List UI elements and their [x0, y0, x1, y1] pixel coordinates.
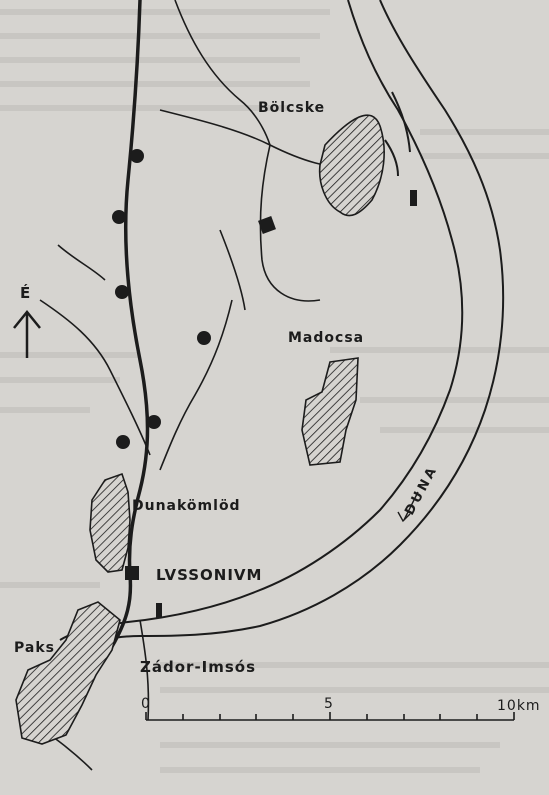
label-bolcske: Bölcske — [258, 100, 325, 116]
scale-tick-5: 5 — [324, 696, 334, 712]
site-dot — [116, 435, 130, 449]
settlement-bolcske — [318, 114, 385, 217]
label-zador: Zádor-Imsós — [140, 658, 256, 676]
label-paks: Paks — [14, 640, 55, 656]
label-lussonium: LVSSONIVM — [156, 566, 262, 584]
site-dot — [130, 149, 144, 163]
fort-markers — [125, 190, 417, 618]
side-channel — [384, 91, 411, 177]
flow-arrow — [397, 491, 419, 523]
site-markers — [112, 149, 211, 449]
watchtower-marker — [410, 190, 417, 206]
square-marker — [125, 566, 139, 580]
scale-tick-0: 0 — [141, 696, 151, 712]
watchtower-marker — [156, 603, 162, 618]
north-label: É — [20, 283, 31, 302]
settlement-dunakomlod — [89, 472, 131, 573]
site-dot — [115, 285, 129, 299]
scale-bar — [145, 712, 515, 721]
label-dunakomlod: Dunakömlöd — [132, 498, 241, 514]
site-dot — [147, 415, 161, 429]
north-arrow: É — [13, 283, 41, 358]
river-bank-right — [69, 0, 505, 656]
site-dot — [197, 331, 211, 345]
label-madocsa: Madocsa — [288, 330, 364, 346]
settlement-paks — [15, 601, 121, 745]
square-marker — [258, 216, 276, 234]
danube-river — [59, 0, 505, 656]
settlement-madocsa — [301, 357, 359, 466]
site-dot — [112, 210, 126, 224]
scale-tick-10: 10km — [497, 698, 541, 714]
